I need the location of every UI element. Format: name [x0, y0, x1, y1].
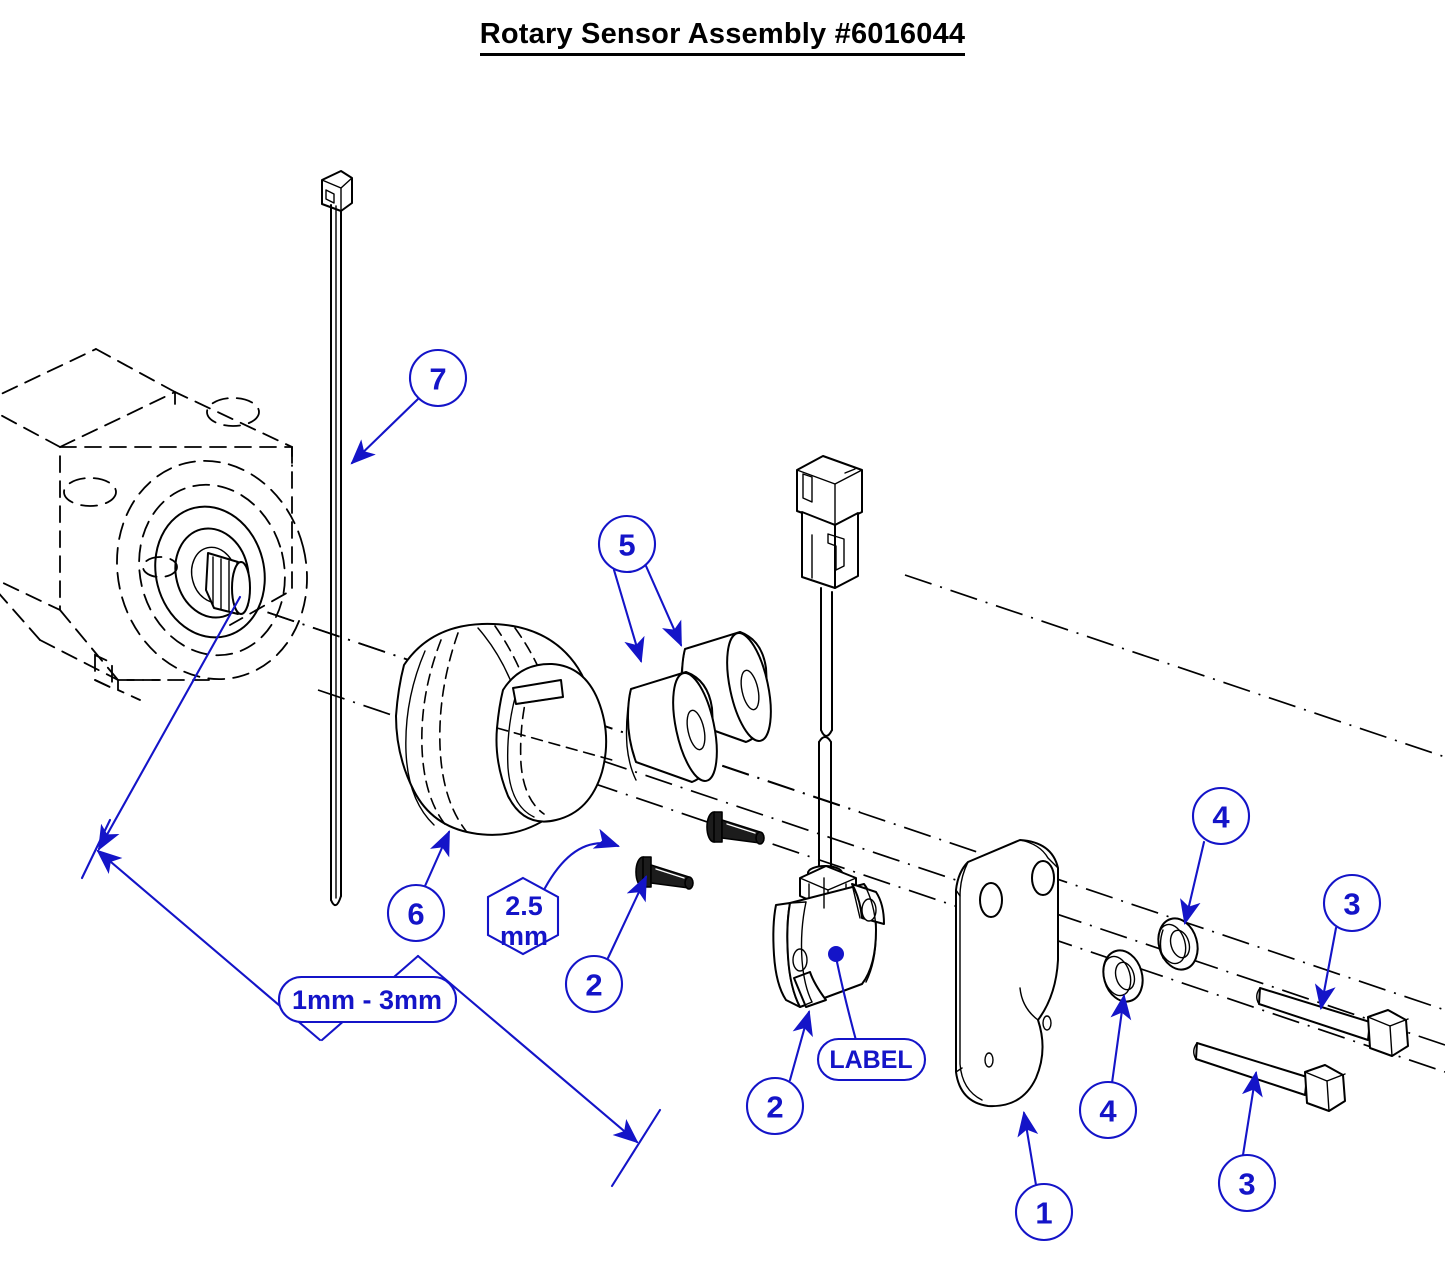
part-hex-bolts [1193, 987, 1409, 1112]
socket-screw-lower [635, 856, 694, 890]
callout-label-tag[interactable]: LABEL [816, 1037, 927, 1082]
balloon-group: 7 5 6 2 2 1 4 [386, 348, 1382, 1242]
part-flat-washers [1102, 917, 1199, 1003]
balloon-4-upper-label: 4 [1212, 800, 1230, 835]
leader-lines [350, 397, 1338, 1187]
balloon-4-lower-label: 4 [1099, 1094, 1117, 1129]
balloon-2-sensor-label: 2 [766, 1090, 783, 1125]
balloon-5[interactable]: 5 [597, 514, 657, 574]
hex-bolt-upper [1256, 987, 1409, 1057]
balloon-3-upper[interactable]: 3 [1322, 873, 1382, 933]
part-socket-screws [635, 811, 765, 890]
part-mounting-bracket [955, 839, 1059, 1108]
balloon-2-screw-label: 2 [585, 968, 602, 1003]
socket-screw-upper [706, 811, 765, 845]
balloon-4-lower[interactable]: 4 [1078, 1080, 1138, 1140]
label-leader-dot [828, 946, 844, 962]
balloon-1-label: 1 [1035, 1196, 1052, 1231]
callout-hex-key-size[interactable]: 2.5 mm [486, 876, 560, 956]
balloon-3-upper-label: 3 [1343, 887, 1360, 922]
balloon-7[interactable]: 7 [408, 348, 468, 408]
balloon-7-label: 7 [429, 362, 446, 397]
hex-key-size-unit: mm [500, 921, 548, 951]
balloon-6-label: 6 [407, 897, 424, 932]
hex-key-size-value: 2.5 [505, 891, 543, 921]
callout-gap-dimension[interactable]: 1mm - 3mm [277, 975, 458, 1024]
hex-bolt-lower [1193, 1042, 1346, 1112]
balloon-3-lower-label: 3 [1238, 1167, 1255, 1202]
balloon-1[interactable]: 1 [1014, 1182, 1074, 1242]
part-cable-tie [321, 170, 353, 907]
balloon-5-label: 5 [618, 528, 635, 563]
balloon-6[interactable]: 6 [386, 883, 446, 943]
label-tag-text: LABEL [829, 1046, 912, 1074]
balloon-2-screw[interactable]: 2 [564, 954, 624, 1014]
gap-dimension-value: 1mm - 3mm [292, 985, 442, 1015]
part-spacer-bushings [625, 631, 772, 783]
balloon-4-upper[interactable]: 4 [1191, 786, 1251, 846]
machine-frame-bracket [0, 348, 308, 701]
part-electrical-connector [796, 455, 863, 891]
spacer-bushing-front [625, 671, 718, 783]
splined-shaft-end [205, 552, 251, 615]
balloon-2-sensor[interactable]: 2 [745, 1076, 805, 1136]
flat-washer-upper [1157, 917, 1199, 971]
part-rotary-sensor-body [772, 865, 885, 1008]
balloon-3-lower[interactable]: 3 [1217, 1153, 1277, 1213]
part-rubber-boot [395, 622, 613, 836]
